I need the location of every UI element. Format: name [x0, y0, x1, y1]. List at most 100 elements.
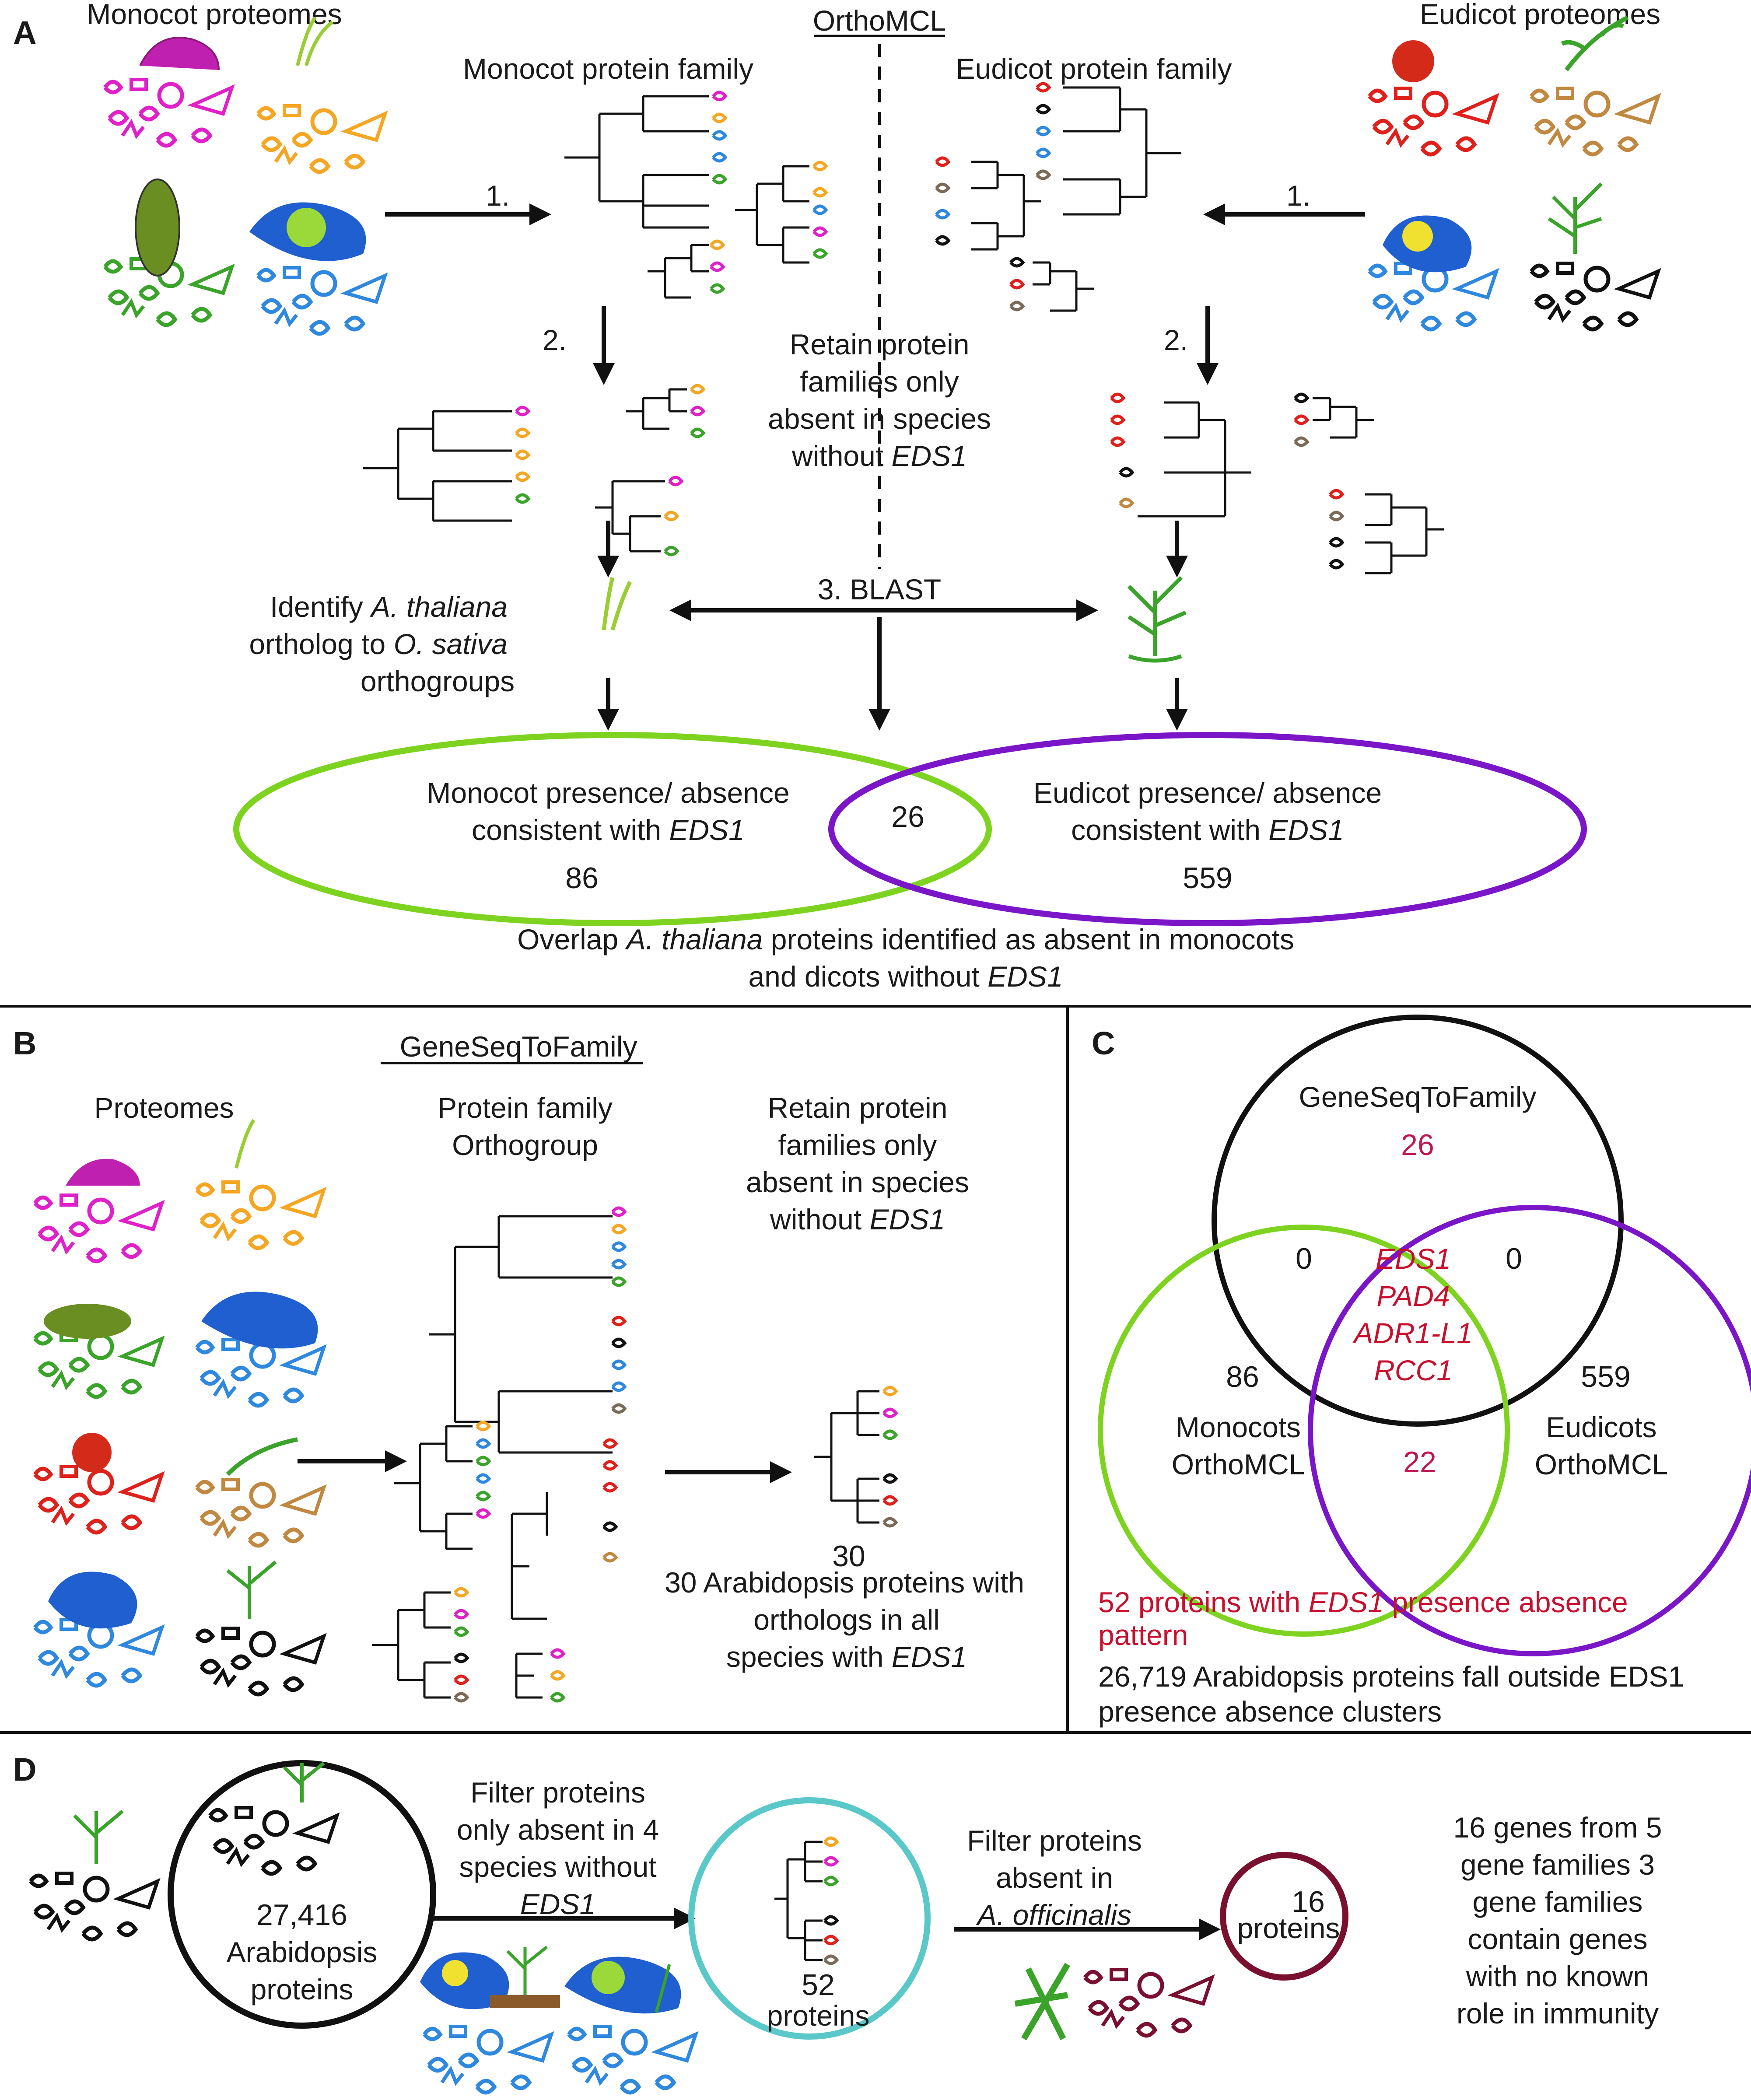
arabidopsis-plant-icon: [1548, 182, 1603, 254]
panel-a-title: OrthoMCL: [813, 4, 946, 37]
step1-right-label: 1.: [1286, 179, 1310, 212]
panel-b-result-3: species with EDS1: [726, 1641, 967, 1673]
outside-caption-2: presence absence clusters: [1098, 1695, 1442, 1728]
filtered-proteins-circle: [688, 1797, 931, 2040]
panel-b-family-trees: [372, 1215, 613, 1699]
d-filtered-tree: [774, 1841, 823, 1961]
monocot-venn-label-2: consistent with EDS1: [472, 814, 745, 846]
orchid-proteome: [105, 80, 232, 146]
tomato-icon: [1392, 40, 1434, 82]
filter1-label-3: species without: [459, 1851, 656, 1883]
start-label-1: Arabidopsis: [227, 1936, 378, 1968]
gstf-eu-count: 0: [1506, 1242, 1522, 1275]
rice-icon: [602, 577, 632, 631]
b-rice-proteome: [197, 1182, 324, 1248]
poplar-leaf-icon: [1561, 15, 1629, 72]
d-aquilegia-proteome: [424, 2026, 551, 2093]
monocots-count: 86: [1226, 1360, 1259, 1393]
b-maize-proteome: [35, 1331, 162, 1397]
monocot-proteomes-title: Monocot proteomes: [87, 0, 342, 30]
eudicot-family-title: Eudicot protein family: [956, 52, 1232, 85]
eudicot-filtered-leaves: [1111, 394, 1342, 568]
gstf-venn-circle: [1212, 1015, 1624, 1427]
panel-c-label: C: [1092, 1025, 1115, 1061]
outside-caption-1: 26,719 Arabidopsis proteins fall outside…: [1098, 1660, 1684, 1693]
eudicot-venn-label-1: Eudicot presence/ absence: [1033, 777, 1382, 809]
d-duckweed-leaf-icon: [592, 1961, 625, 1994]
mid-count: 52: [802, 1968, 835, 2002]
svg-text:absent in species: absent in species: [746, 1166, 969, 1198]
monocots-venn-circle: [1098, 1225, 1510, 1637]
b-orchid-icon: [66, 1158, 140, 1186]
panel-b-retain-text: Retain protein families only absent in s…: [746, 1092, 969, 1236]
panel-b-count: 30: [832, 1540, 865, 1573]
rice-proteome: [258, 106, 385, 172]
d-filtered-leaves: [825, 1838, 837, 1964]
d-arabidopsis-icon: [73, 1810, 124, 1864]
gstf-venn-count: 26: [1401, 1128, 1434, 1162]
proteomes-title: Proteomes: [94, 1092, 234, 1124]
panel-b-result-2: orthologs in all: [753, 1603, 940, 1636]
monocot-venn-label-1: Monocot presence/ absence: [427, 777, 789, 809]
b-aquilegia-proteome: [35, 1620, 162, 1686]
d-seagrass-icon: [655, 1964, 671, 2013]
filter1-species-icons: [420, 1946, 696, 2093]
step2-left-label: 2.: [543, 324, 567, 356]
mid-label: proteins: [767, 1999, 870, 2032]
monocot-filtered-trees: [363, 388, 687, 553]
eudicot-tree-leaves: [936, 84, 1049, 310]
gene-eds1: EDS1: [1376, 1242, 1451, 1275]
eudicot-proteome-clusters: [1369, 15, 1658, 329]
filter1-label-1: Filter proteins: [470, 1776, 645, 1809]
eudicot-venn-ellipse: [828, 732, 1587, 926]
core-gene-list: EDS1 PAD4 ADR1-L1 RCC1: [1352, 1242, 1472, 1386]
svg-text:gene families 3: gene families 3: [1460, 1848, 1655, 1881]
overlap-venn-count: 26: [891, 800, 925, 833]
overlap-caption-1: Overlap A. thaliana proteins identified …: [517, 923, 1294, 956]
svg-text:orthogroups: orthogroups: [361, 665, 515, 697]
gstf-mono-count: 0: [1296, 1242, 1312, 1275]
start-count: 27,416: [256, 1898, 347, 1932]
filter2-label-3: A. officinalis: [976, 1899, 1131, 1931]
d-arabidopsis-proteome: [31, 1873, 158, 1939]
monocot-venn-ellipse: [233, 732, 992, 926]
gene-pad4: PAD4: [1376, 1280, 1450, 1312]
eudicot-proteomes-title: Eudicot proteomes: [1420, 0, 1660, 30]
maize-icon: [135, 178, 180, 276]
orchid-icon: [139, 37, 220, 70]
aquilegia-flower-icon: [1402, 221, 1433, 252]
identify-ortholog-text: Identify A. thaliana ortholog to O. sati…: [249, 591, 515, 697]
b-poplar-icon: [226, 1437, 298, 1476]
blast-label: 3. BLAST: [818, 573, 941, 606]
aquilegia-proteome: [1369, 263, 1496, 329]
rice-plant-icon: [296, 16, 334, 66]
svg-text:Identify A. thaliana: Identify A. thaliana: [270, 591, 508, 623]
d-aquilegia-flower-icon: [442, 1960, 468, 1986]
b-aquilegia-icon: [48, 1572, 137, 1629]
gene-rcc1: RCC1: [1374, 1354, 1453, 1386]
b-duckweed-proteome: [197, 1340, 324, 1406]
arabidopsis-icon: [1127, 576, 1187, 663]
pattern-caption-2: pattern: [1098, 1619, 1188, 1651]
asparagus-icon: [1014, 1963, 1071, 2040]
end-label: proteins: [1237, 1912, 1340, 1944]
asparagus-proteome: [1085, 1970, 1212, 2036]
monocot-proteome-clusters: [105, 16, 385, 334]
d-eucalyptus-icon: [506, 1946, 548, 1995]
panel-b-result-1: 30 Arabidopsis proteins with: [665, 1566, 1024, 1599]
svg-text:16 genes from 5: 16 genes from 5: [1453, 1811, 1662, 1844]
svg-text:with no known: with no known: [1466, 1960, 1649, 1992]
panel-a-label: A: [13, 14, 36, 51]
svg-text:Retain protein: Retain protein: [768, 1092, 948, 1124]
duckweed-leaf-icon: [287, 208, 326, 247]
start-label-2: proteins: [251, 1973, 354, 2006]
b-tomato-icon: [72, 1433, 112, 1472]
asparagus-icons: [1014, 1963, 1212, 2040]
svg-text:gene families: gene families: [1473, 1886, 1643, 1918]
svg-text:families only: families only: [800, 365, 959, 398]
arabidopsis-proteome: [1531, 263, 1658, 329]
filter2-label-2: absent in: [996, 1862, 1113, 1894]
b-tomato-proteome: [35, 1466, 162, 1533]
overlap-caption-2: and dicots without EDS1: [748, 960, 1063, 993]
